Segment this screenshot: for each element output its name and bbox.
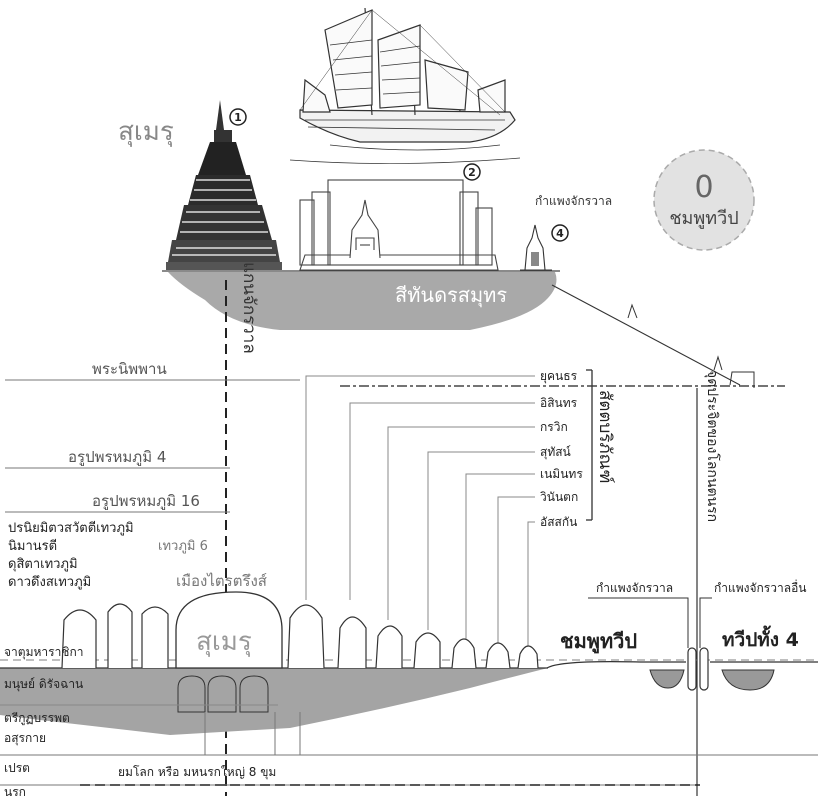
junk-ship-illustration	[289, 7, 521, 164]
palace-illustration	[299, 179, 499, 271]
deva-line-4: ดาวดึงสเทวภูมิ	[8, 575, 91, 590]
cosmic-axis-label: แกนจักรวาล	[239, 262, 259, 354]
yomlok-label: ยมโลก หรือ มหนรกใหญ่ 8 ขุม	[118, 765, 276, 780]
nibbana-label: พระนิพพาน	[92, 360, 167, 378]
jambu-lake	[649, 669, 685, 689]
rupa16-label: อรูปพรหมภูมิ 16	[92, 492, 200, 510]
slope-line	[551, 284, 741, 386]
trikut-label: ตรีกูฏบรรพต	[4, 711, 70, 726]
kamphaeng-bottom-label: กำแพงจักรวาล	[596, 581, 673, 595]
mountain-label-7: อัสสกัน	[540, 515, 577, 529]
asura-label: อสุรกาย	[4, 731, 46, 746]
manut-label: มนุษย์ ดิรัจฉาน	[4, 677, 83, 692]
jambudvipa-badge: 0 ชมพูทวีป	[653, 149, 755, 251]
wall-pillars	[687, 647, 709, 691]
mountain-label-5: เนมินทร	[540, 467, 583, 481]
slope-figure	[627, 303, 638, 319]
sithandon-ocean	[168, 272, 557, 330]
mountain-label-1: ยุคนธร	[540, 369, 578, 384]
mountain-label-6: วินันตก	[540, 490, 578, 504]
slope-figure-2	[713, 355, 723, 371]
sumeru-top-label: สุเมรุ	[118, 117, 174, 147]
mountain-label-3: กรวิก	[540, 420, 568, 434]
deva6-label: เทวภูมิ 6	[158, 539, 208, 554]
kamphaeng-other-label: กำแพงจักรวาลอื่น	[714, 579, 807, 595]
junction-label: จุดประจิตของโลกนตนรก	[704, 370, 721, 522]
deva-line-2: นิมานรตี	[8, 538, 57, 554]
traitrueng-label: เมืองไตรตรึงส์	[176, 572, 267, 590]
marker-4: 4	[551, 224, 569, 242]
sumeru-stupa	[166, 100, 282, 270]
svg-text:4: 4	[556, 227, 564, 240]
arupa4-label: อรูปพรหมภูมิ 4	[68, 448, 166, 466]
deva-line-1: ปรนิยมิตวสวัตตีเทวภูมิ	[8, 520, 134, 536]
narok-label: นรก	[4, 785, 26, 796]
mountain-label-4: สุทัสน์	[540, 445, 571, 460]
trikut-rocks	[177, 675, 269, 713]
chatum-label: จาตุมหาราชิกา	[4, 645, 83, 660]
underworld-mass	[0, 668, 548, 735]
kamphaeng-gate-illustration	[520, 224, 552, 271]
marker-2: 2	[463, 163, 481, 181]
satta-boriphan-bracket	[586, 369, 593, 521]
sithandon-label: สีทันดรสมุทร	[395, 283, 507, 308]
pret-label: เปรต	[4, 761, 30, 775]
mountain-label-2: อิสินทร	[540, 396, 578, 410]
mountain-connector-lines	[305, 375, 535, 655]
sumeru-lower-label: สุเมรุ	[196, 627, 252, 657]
svg-text:0: 0	[694, 170, 713, 205]
mountain-peaks	[61, 603, 539, 669]
svg-text:2: 2	[468, 166, 476, 179]
thawip-lake	[721, 669, 775, 691]
wall-bracket-lines	[588, 597, 712, 648]
slope-end	[729, 371, 755, 388]
svg-text:1: 1	[234, 111, 242, 124]
kamphaeng-top-label: กำแพงจักรวาล	[535, 194, 612, 208]
deva-line-3: ดุสิตาเทวภูมิ	[8, 557, 78, 572]
jambu-label: ชมพูทวีป	[560, 629, 637, 655]
satta-boriphan-label: สัตตบริภัณฑ์	[595, 390, 615, 483]
svg-text:ชมพูทวีป: ชมพูทวีป	[669, 208, 738, 229]
thawip4-label: ทวีปทั้ง 4	[722, 625, 799, 651]
heaven-level-lines	[5, 379, 300, 513]
sumeru-lower-mountain	[175, 591, 283, 669]
marker-1: 1	[229, 108, 247, 126]
